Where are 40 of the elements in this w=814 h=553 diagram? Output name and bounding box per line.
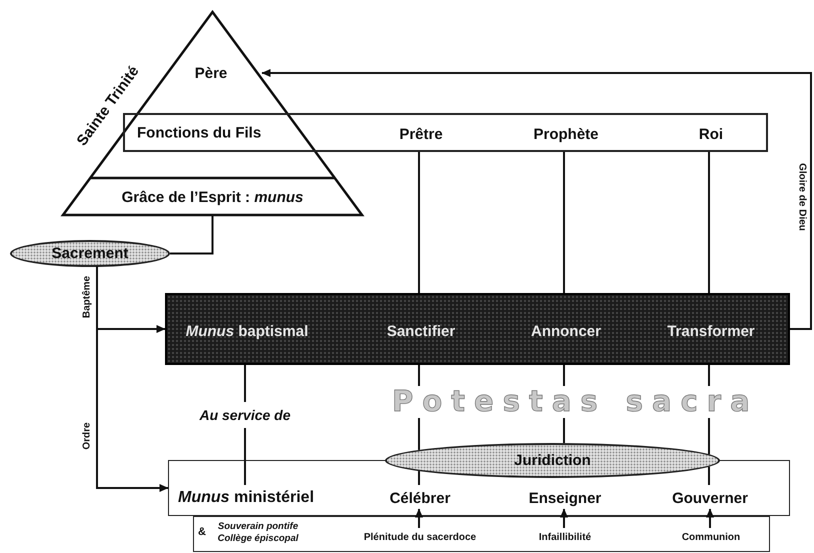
note-label: Plénitude du sacerdoce (355, 529, 485, 545)
connector-line (418, 152, 420, 293)
edge-label: Baptême (82, 274, 92, 320)
function-label: Enseigner (517, 486, 613, 510)
connector-line (244, 364, 246, 486)
arrow (262, 69, 812, 330)
shaded-ellipse: Juridiction (385, 443, 720, 478)
band-label: Sanctifier (376, 295, 466, 367)
band-label: Annoncer (521, 295, 611, 367)
function-label: Prophète (521, 115, 611, 154)
edge-label: Au service de (198, 407, 292, 423)
connector-line (170, 215, 214, 254)
ampersand: & (198, 526, 206, 538)
band-label: Munus baptismal (182, 295, 312, 367)
note-label: Communion (661, 529, 761, 545)
note-label: Infaillibilité (520, 529, 610, 545)
connector-line (708, 466, 710, 485)
function-label: Célébrer (380, 486, 460, 510)
note-label: Souverain pontife Collège épiscopal (216, 521, 300, 545)
arrow (706, 508, 714, 528)
band-label: Transformer (651, 295, 771, 367)
row-heading: Fonctions du Fils (137, 124, 262, 141)
shaded-ellipse: Sacrement (10, 240, 170, 267)
function-label: Gouverner (658, 486, 762, 510)
band-label: Père (160, 52, 262, 94)
connector-line (708, 152, 710, 293)
function-label: Munus ministériel (171, 486, 321, 510)
connector-line (418, 471, 420, 485)
arrow (415, 508, 423, 528)
connector-line (563, 152, 565, 293)
function-label: Roi (671, 115, 751, 154)
frame-box (193, 516, 770, 552)
band-label: Grâce de l’Esprit : munus (90, 179, 335, 215)
edge-label: Gloire de Dieu (796, 162, 808, 232)
arrow (560, 508, 568, 528)
function-bar (123, 113, 768, 152)
arrow (96, 266, 168, 492)
dark-band (165, 293, 790, 365)
edge-label: Ordre (82, 421, 92, 451)
function-label: Prêtre (381, 115, 461, 154)
